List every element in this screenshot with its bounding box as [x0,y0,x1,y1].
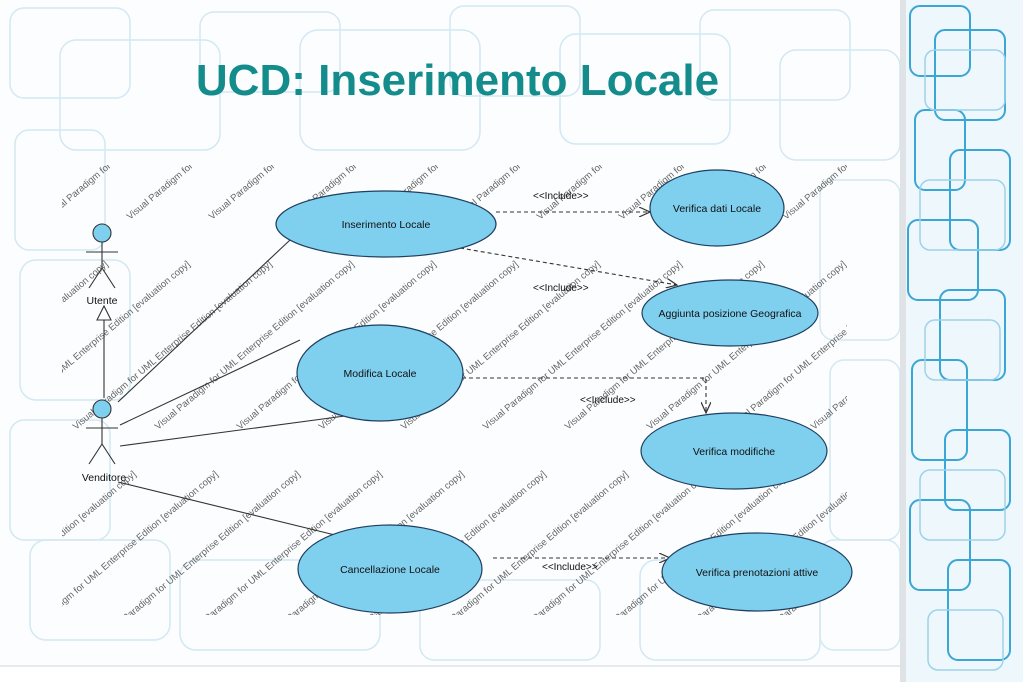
actor-label-venditore: Venditore [82,472,127,484]
use-case-inserimento-locale[interactable]: Inserimento Locale [275,190,497,258]
use-case-label: Verifica dati Locale [673,203,761,215]
watermark-text: Visual Paradigm for UML Enterprise Editi… [809,259,1013,432]
association-lines [96,239,346,536]
association-venditore-inserimento [117,239,291,403]
right-decorative-band [900,0,1023,682]
use-case-aggiunta-posizione-geografica[interactable]: Aggiunta posizione Geografica [641,279,819,347]
watermark-text: Visual Paradigm for UML Enterprise Editi… [99,469,303,642]
include-inserimento-posizione [459,247,677,285]
use-case-verifica-prenotazioni-attive[interactable]: Verifica prenotazioni attive [661,532,853,612]
watermark-text: Visual Paradigm for UML Enterprise Editi… [17,469,221,642]
use-case-label: Verifica prenotazioni attive [696,567,819,579]
include-labels: <<Include>> <<Include>> <<Include>> <<In… [533,191,636,573]
actor-head [92,399,112,419]
use-case-cancellazione-locale[interactable]: Cancellazione Locale [297,524,483,614]
actor-utente[interactable] [86,223,118,289]
include-label: <<Include>> [533,283,589,294]
include-label: <<Include>> [542,562,598,573]
watermark-text: Visual Paradigm for UML Enterprise Editi… [973,259,1023,432]
actor-head [92,223,112,243]
actor-label-utente: Utente [87,295,118,307]
use-case-label: Cancellazione Locale [340,564,440,576]
watermark-text: Visual Paradigm for UML Enterprise Editi… [919,469,1023,642]
watermark-text: Visual Paradigm for UML Enterprise Editi… [863,49,1023,222]
background-rounded-pattern [9,5,901,661]
watermark-text: Visual Paradigm for UML Enterprise Editi… [891,259,1023,432]
watermark-text: Visual Paradigm for UML Enterprise Editi… [0,469,57,642]
use-case-modifica-locale[interactable]: Modifica Locale [296,324,464,422]
use-case-verifica-modifiche[interactable]: Verifica modifiche [640,412,828,490]
use-case-label: Inserimento Locale [342,219,431,231]
association-venditore-modifica-lower [119,415,346,447]
include-label: <<Include>> [533,191,589,202]
use-case-label: Modifica Locale [344,368,417,380]
slide-title: UCD: Inserimento Locale [195,56,720,105]
actor-venditore[interactable] [86,399,118,465]
watermark-text: Visual Paradigm for UML Enterprise Editi… [781,49,985,222]
use-case-label: Aggiunta posizione Geografica [658,308,801,320]
evaluation-watermarks: Visual Paradigm for UML Enterprise Editi… [0,49,1023,642]
association-venditore-cancellazione [117,481,336,536]
watermark-text: Visual Paradigm for UML Enterprise Editi… [837,469,1023,642]
include-dependencies [459,212,706,558]
watermark-text: Visual Paradigm for UML Enterprise Editi… [945,49,1023,222]
use-cases: Inserimento Locale Modifica Locale Cance… [275,169,853,614]
watermark-text: Visual Paradigm for UML Enterprise Editi… [1001,469,1023,642]
use-case-label: Verifica modifiche [693,446,775,458]
watermark-text: Visual Paradigm for UML Enterprise Editi… [0,259,29,432]
use-case-verifica-dati-locale[interactable]: Verifica dati Locale [649,169,785,247]
association-venditore-modifica [119,339,301,426]
include-label: <<Include>> [580,395,636,406]
generalization-arrowhead [96,304,112,321]
include-modifica-verifica-modifiche [462,377,706,413]
